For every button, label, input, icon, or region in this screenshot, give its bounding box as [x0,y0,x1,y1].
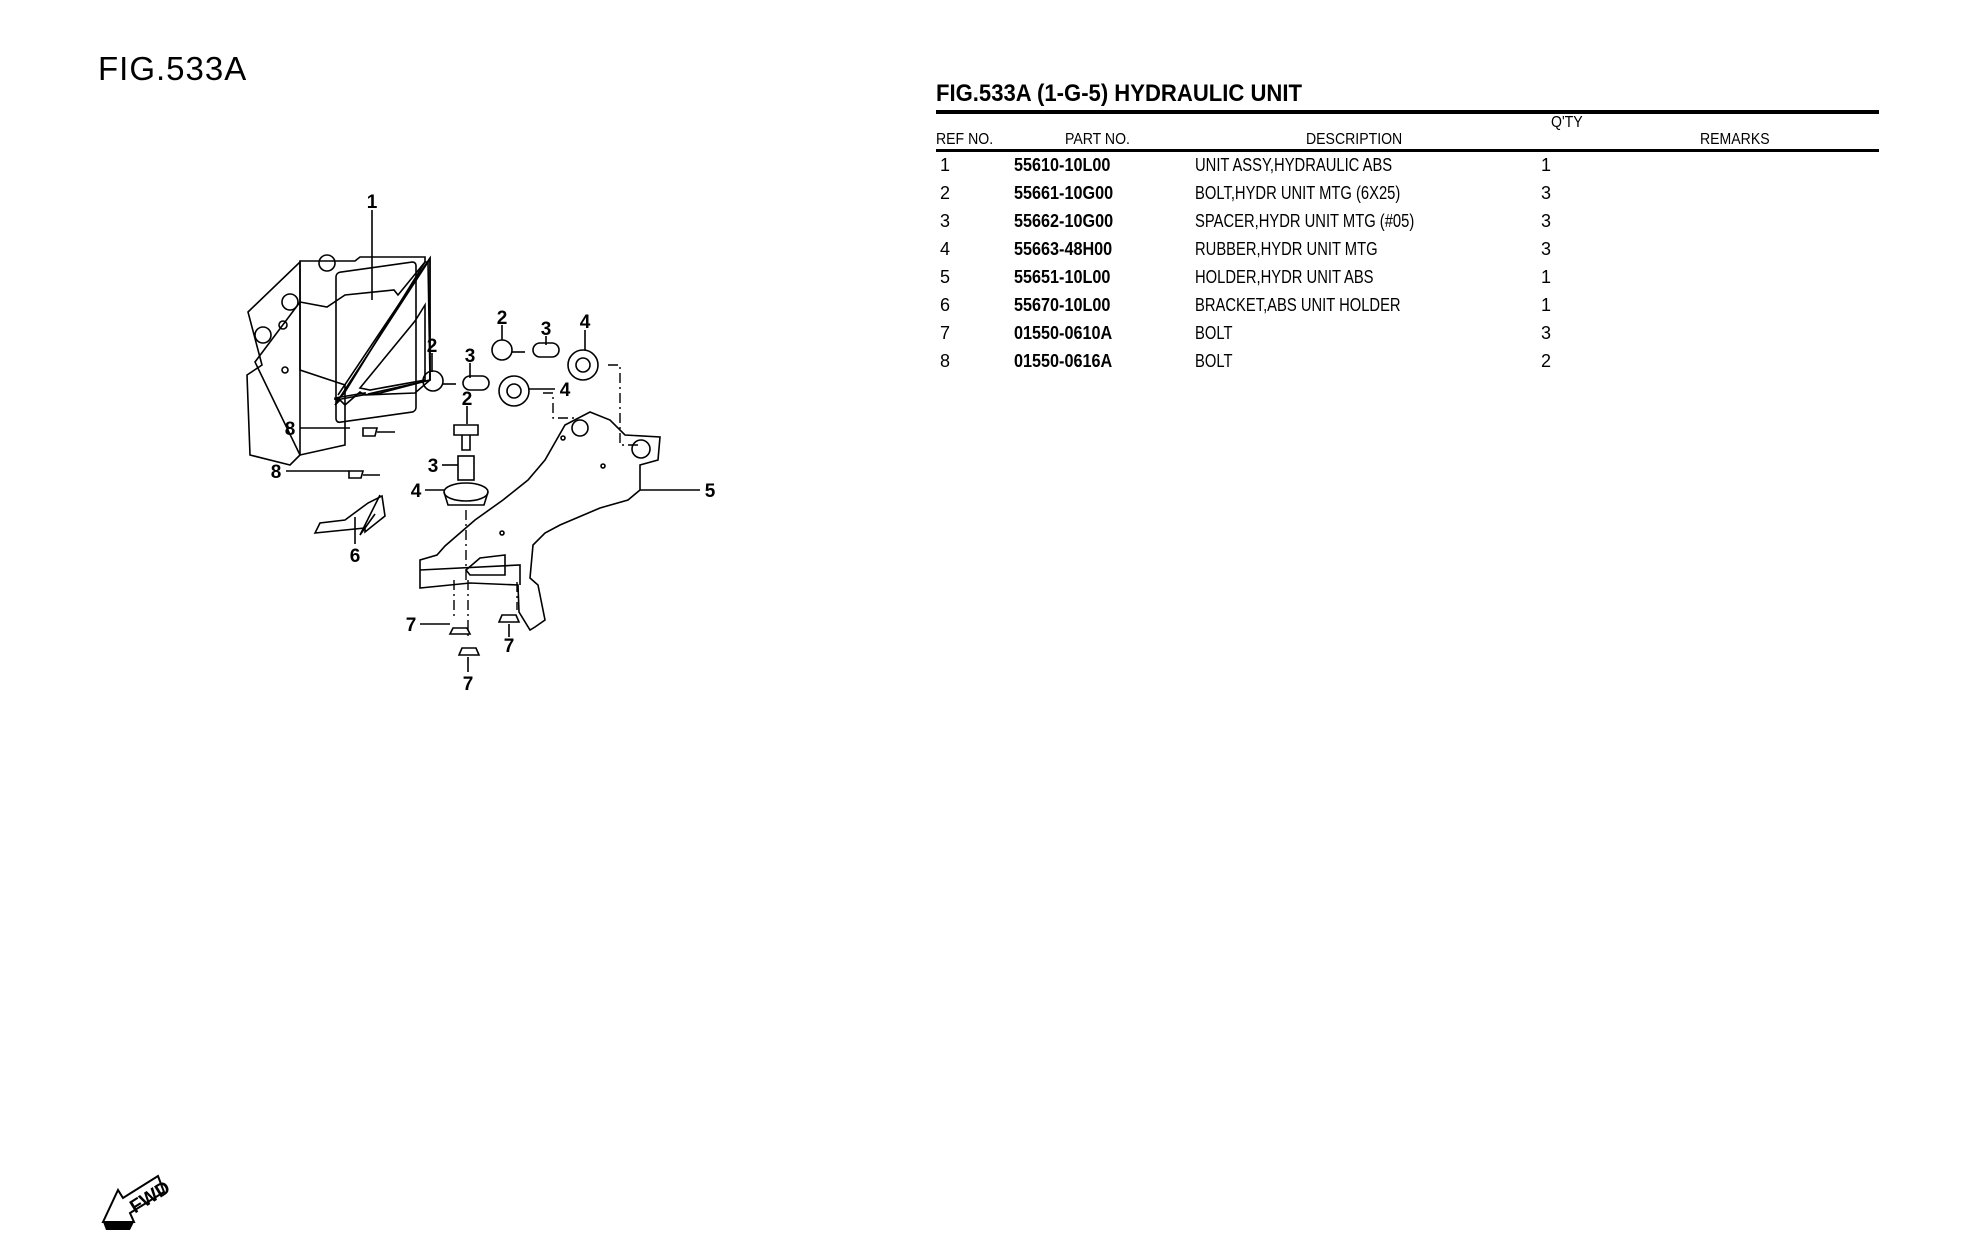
callout-4: 4 [411,481,422,502]
header-qty: Q'TY [1551,114,1583,131]
part-no: 01550-0610A [1014,323,1113,343]
description: BRACKET,ABS UNIT HOLDER [1195,295,1401,315]
table-row: 3 55662-10G00 SPACER,HYDR UNIT MTG (#05)… [0,211,1967,239]
part-no: 55670-10L00 [1014,295,1111,315]
qty: 1 [1541,155,1552,175]
table-row: 5 55651-10L00 HOLDER,HYDR UNIT ABS 1 [0,267,1967,295]
qty: 3 [1541,183,1552,203]
ref-no: 8 [940,351,951,371]
callout-3: 3 [465,346,476,367]
bracket-drawing [313,427,395,536]
table-row: 1 55610-10L00 UNIT ASSY,HYDRAULIC ABS 1 [0,155,1967,183]
header-rule [936,149,1879,152]
description: RUBBER,HYDR UNIT MTG [1195,239,1378,259]
header-ref: REF NO. [936,131,994,148]
callout-2: 2 [497,308,508,329]
callout-6: 6 [350,546,361,567]
ref-no: 3 [940,211,951,231]
callout-8: 8 [271,462,282,483]
callout-8: 8 [285,419,296,440]
callout-4: 4 [580,312,591,333]
table-row: 6 55670-10L00 BRACKET,ABS UNIT HOLDER 1 [0,295,1967,323]
part-no: 01550-0616A [1014,351,1113,371]
qty: 2 [1541,351,1552,371]
callout-2: 2 [427,336,438,357]
ref-no: 1 [940,155,951,175]
callout-4: 4 [560,380,571,401]
part-no: 55651-10L00 [1014,267,1111,287]
callout-1: 1 [367,192,378,213]
callout-3: 3 [541,319,552,340]
fwd-arrow-icon: FWD [101,1174,174,1230]
ref-no: 6 [940,295,951,315]
description: BOLT [1195,351,1233,371]
figure-label: FIG.533A [98,50,248,87]
part-no: 55662-10G00 [1014,211,1114,231]
ref-no: 5 [940,267,951,287]
hydraulic-unit-drawing [246,254,431,466]
callout-5: 5 [705,481,716,502]
table-row: 4 55663-48H00 RUBBER,HYDR UNIT MTG 3 [0,239,1967,267]
ref-no: 7 [940,323,951,343]
qty: 3 [1541,239,1552,259]
qty: 1 [1541,267,1552,287]
holder-drawing [419,411,661,632]
table-row: 2 55661-10G00 BOLT,HYDR UNIT MTG (6X25) … [0,183,1967,211]
part-no: 55610-10L00 [1014,155,1111,175]
ref-no: 2 [940,183,951,203]
qty: 3 [1541,211,1552,231]
part-no: 55661-10G00 [1014,183,1114,203]
description: SPACER,HYDR UNIT MTG (#05) [1195,211,1415,231]
description: HOLDER,HYDR UNIT ABS [1195,267,1374,287]
description: BOLT [1195,323,1233,343]
qty: 3 [1541,323,1552,343]
table-row: 7 01550-0610A BOLT 3 [0,323,1967,351]
callout-2: 2 [462,389,473,410]
description: UNIT ASSY,HYDRAULIC ABS [1195,155,1393,175]
header-remarks: REMARKS [1700,131,1770,148]
callout-7: 7 [463,674,474,695]
callout-7: 7 [406,615,417,636]
table-row: 8 01550-0616A BOLT 2 [0,351,1967,379]
header-description: DESCRIPTION [1306,131,1403,148]
qty: 1 [1541,295,1552,315]
ref-no: 4 [940,239,951,259]
table-title: FIG.533A (1-G-5) HYDRAULIC UNIT [936,80,1302,107]
header-part: PART NO. [1065,131,1130,148]
description: BOLT,HYDR UNIT MTG (6X25) [1195,183,1401,203]
mounting-hardware-drawing [422,339,640,580]
callout-3: 3 [428,456,439,477]
leader-lines [286,210,700,672]
part-no: 55663-48H00 [1014,239,1113,259]
callout-7: 7 [504,636,515,657]
bolts-7-drawing [448,580,521,656]
title-rule [936,110,1879,114]
